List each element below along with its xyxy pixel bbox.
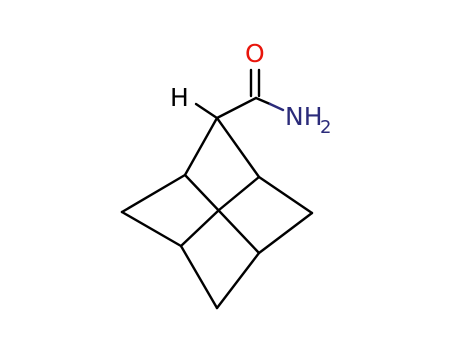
bond-c-camide [215, 96, 258, 120]
bond-c-n [254, 96, 272, 106]
bond [179, 208, 221, 248]
bond [183, 116, 219, 177]
bond [257, 211, 314, 255]
bond-c-n-colored [268, 102, 285, 112]
bond [183, 173, 261, 255]
bond [120, 210, 183, 248]
bond [217, 175, 261, 212]
bond [120, 173, 187, 214]
bond-c-h [194, 102, 219, 120]
bond [215, 116, 261, 179]
bond [257, 175, 314, 215]
oxygen-label: O [245, 39, 265, 68]
bond-lines [120, 96, 314, 310]
hydrogen-label: H [170, 83, 189, 112]
bond [179, 244, 219, 310]
amide-nh-label: NH [285, 102, 323, 131]
amide-subscript-label: 2 [320, 117, 331, 138]
bond [215, 251, 261, 310]
